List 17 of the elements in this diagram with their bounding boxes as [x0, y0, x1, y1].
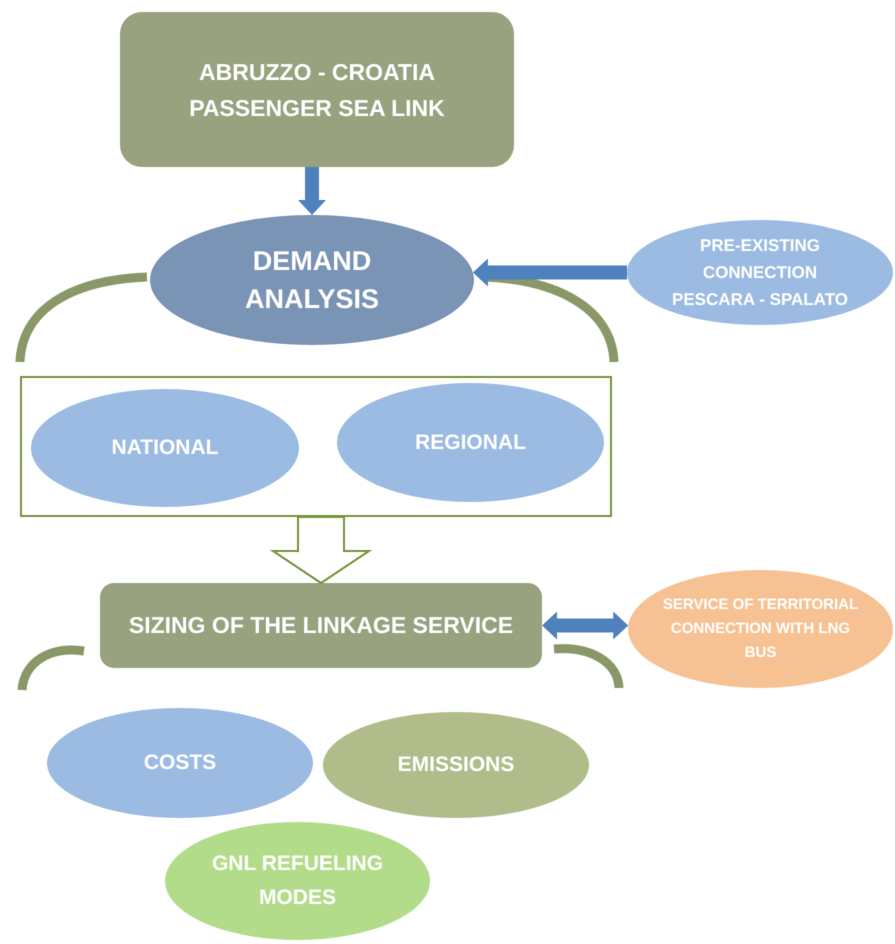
node-label: COSTS [144, 750, 216, 776]
process-box [100, 583, 542, 668]
node-label: DEMAND ANALYSIS [244, 245, 380, 316]
block-arrow [542, 612, 628, 640]
block-arrow [472, 258, 627, 286]
process-box [120, 12, 514, 167]
outline-arrow [270, 516, 372, 584]
node-label: SIZING OF THE LINKAGE SERVICE [128, 611, 514, 640]
node-label: EMISSIONS [398, 752, 514, 778]
group-frame [20, 376, 612, 517]
node-label: PRE-EXISTING CONNECTION PESCARA - SPALATO [671, 235, 849, 311]
node-label: ABRUZZO - CROATIA PASSENGER SEA LINK [188, 58, 446, 122]
node-label: NATIONAL [112, 435, 218, 462]
node-label: REGIONAL [415, 430, 526, 456]
block-arrow [298, 167, 326, 215]
node-label: SERVICE OF TERRITORIAL CONNECTION WITH LNG BUS [662, 595, 860, 663]
node-label: GNL REFUELING MODES [210, 851, 384, 911]
